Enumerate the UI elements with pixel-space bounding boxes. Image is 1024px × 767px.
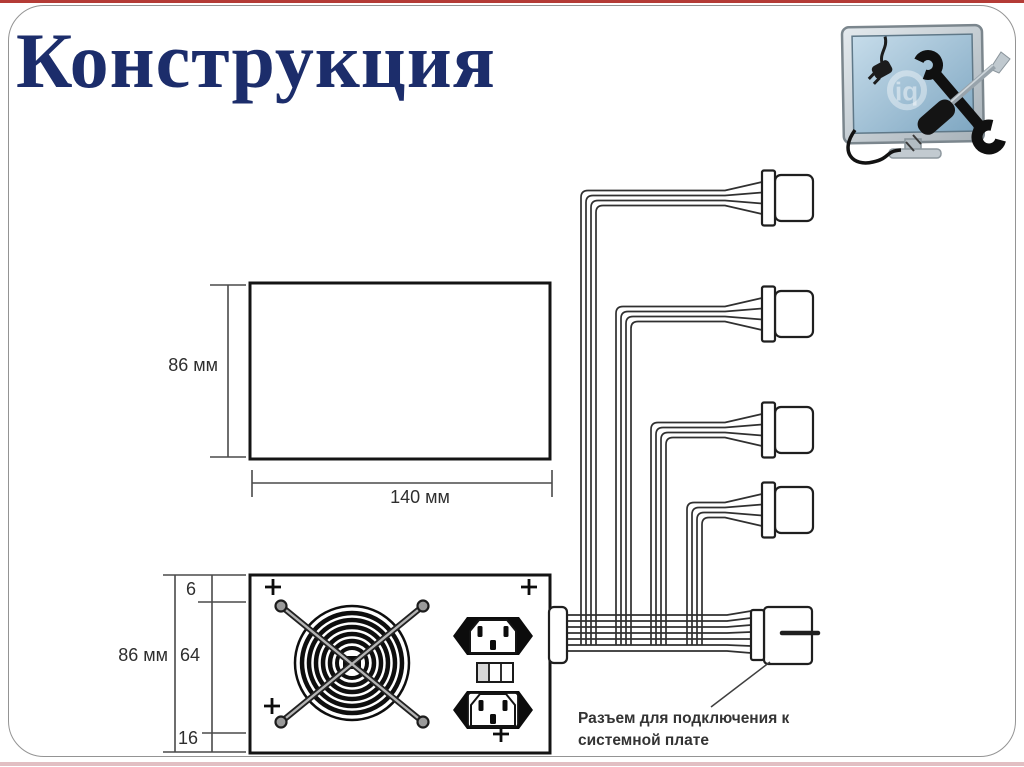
voltage-selector-switch <box>476 662 514 683</box>
iec-power-inlet-upper <box>453 617 533 655</box>
callout-line-1: Разъем для подключения к <box>578 710 790 727</box>
molex-connector-1 <box>760 169 815 227</box>
wrench-icon <box>913 49 1007 155</box>
molex-connector-2 <box>760 285 815 343</box>
callout-leader-line <box>710 661 771 708</box>
dim-label-seg-6: 6 <box>186 579 196 599</box>
callout-motherboard-connector: Разъем для подключения к системной плате <box>578 661 790 749</box>
dim-label-front-height: 86 мм <box>118 645 168 665</box>
power-cord <box>846 128 902 165</box>
svg-text:iq: iq <box>895 76 919 106</box>
slide-bottom-accent-line <box>0 762 1024 766</box>
fan-guard-icon <box>274 599 430 729</box>
dim-front-view-height: 86 мм 6 64 16 <box>118 574 246 753</box>
slide-frame-border <box>8 5 1016 757</box>
cable-grommet <box>547 605 569 665</box>
iec-power-inlet-lower <box>453 691 533 729</box>
dim-label-top-height: 86 мм <box>168 355 218 375</box>
molex-connector-3 <box>760 401 815 459</box>
dim-label-seg-16: 16 <box>178 728 198 748</box>
slide-top-accent-line <box>0 0 1024 3</box>
fan-grille-icon <box>293 604 411 722</box>
monitor-with-tools-icon: iq <box>840 23 1011 165</box>
molex-connector-4 <box>760 481 815 539</box>
screwdriver-icon <box>905 51 1011 152</box>
psu-front-view <box>248 573 569 755</box>
cable-harness <box>566 181 764 654</box>
page-title: Конструкция <box>16 17 496 104</box>
monitor: iq <box>840 23 986 145</box>
power-plug-icon <box>867 36 893 85</box>
atx-motherboard-connector <box>749 605 821 666</box>
dim-top-view-height: 86 мм <box>168 284 246 458</box>
callout-line-2: системной плате <box>578 732 709 749</box>
dim-label-seg-64: 64 <box>180 645 200 665</box>
dim-label-top-width: 140 мм <box>390 487 450 507</box>
dim-top-view-width: 140 мм <box>251 470 553 507</box>
psu-top-view <box>248 281 552 461</box>
